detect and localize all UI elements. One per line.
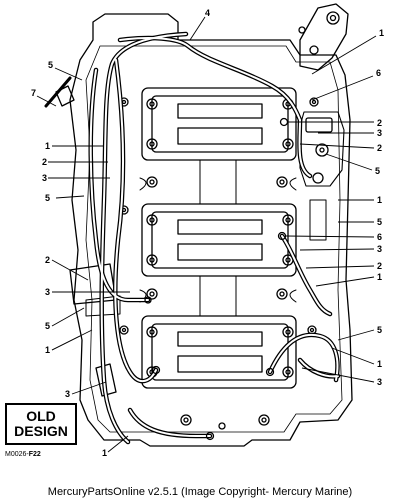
callout-c6-r2: 6	[377, 232, 382, 242]
callout-c3-l2: 3	[45, 287, 50, 297]
callout-c2-l2: 2	[45, 255, 50, 265]
hose-fitting	[265, 367, 275, 377]
callout-c7-l: 7	[31, 88, 36, 98]
callout-c1-r3: 1	[377, 272, 382, 282]
callout-c1-bot: 1	[102, 448, 107, 458]
callout-c3-r2: 3	[377, 244, 382, 254]
callout-c1-tr: 1	[379, 28, 384, 38]
callout-c3-l3: 3	[65, 389, 70, 399]
bracket-bolt	[309, 45, 319, 55]
callout-c5-r2: 5	[377, 217, 382, 227]
callout-c3-r3: 3	[377, 377, 382, 387]
old-design-badge: OLD DESIGN	[5, 403, 77, 445]
manifold-web	[199, 159, 237, 317]
badge-line-2: DESIGN	[14, 423, 68, 439]
figure-code: M0026-F22	[5, 451, 41, 458]
bracket-bolt	[326, 11, 340, 25]
callout-c1-l2: 1	[45, 345, 50, 355]
callout-c3-l1: 3	[42, 173, 47, 183]
hose-fitting	[205, 431, 215, 441]
carburetor-cover-middle	[141, 203, 297, 277]
badge-line-1: OLD	[26, 408, 56, 424]
carburetor-cover-bottom	[141, 315, 297, 389]
bracket-bolt	[298, 26, 306, 34]
mounting-bracket	[299, 3, 349, 71]
callout-c6-r1: 6	[376, 68, 381, 78]
hose-fitting	[279, 117, 289, 127]
callout-c2-r2: 2	[377, 143, 382, 153]
copyright-footer: MercuryPartsOnline v2.5.1 (Image Copyrig…	[47, 486, 353, 498]
carburetor-cover-top	[141, 87, 297, 161]
callout-c5-tl: 5	[48, 60, 53, 70]
callout-c3-r1: 3	[377, 128, 382, 138]
fuel-hoses	[88, 31, 341, 445]
figure-code-prefix: M0026-	[5, 451, 29, 458]
callout-c5-r1: 5	[375, 166, 380, 176]
hose-clip	[44, 76, 72, 108]
callout-c5-r3: 5	[377, 325, 382, 335]
callout-c2-r3: 2	[377, 261, 382, 271]
callout-c1-l1: 1	[45, 141, 50, 151]
callout-c1-r4: 1	[377, 359, 382, 369]
fuel-filter	[55, 85, 75, 107]
callout-c1-r2: 1	[377, 195, 382, 205]
leader-lines	[36, 16, 377, 453]
callout-c4-top: 4	[205, 8, 210, 18]
block-inner-outline	[85, 45, 343, 433]
engine-block-outline	[69, 13, 353, 447]
callout-c5-l3: 5	[45, 321, 50, 331]
figure-code-suffix: F22	[28, 451, 41, 458]
callout-c5-l2: 5	[45, 193, 50, 203]
callout-c2-r1: 2	[377, 118, 382, 128]
hose-fitting	[144, 296, 152, 304]
hose-fitting	[151, 365, 161, 375]
hose-fitting	[277, 231, 287, 241]
callout-c2-l1: 2	[42, 157, 47, 167]
